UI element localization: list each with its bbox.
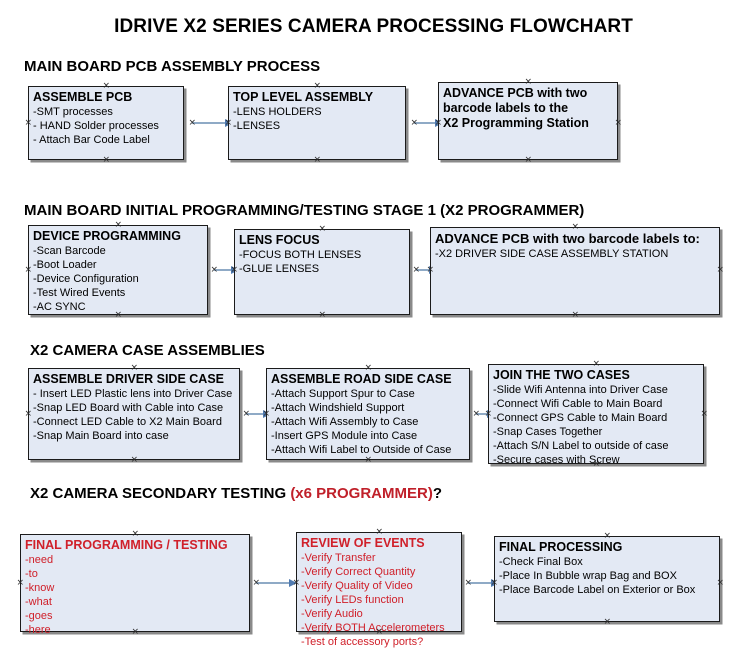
arrow-top-level-assembly-to-advance-pcb <box>414 118 443 127</box>
box-line: -Place In Bubble wrap Bag and BOX <box>499 570 677 582</box>
box-title: TOP LEVEL ASSEMBLY <box>233 90 374 104</box>
box-line: -Device Configuration <box>33 273 139 285</box>
box-line: -need <box>25 554 54 566</box>
box-device-programming[interactable]: DEVICE PROGRAMMING -Scan Barcode -Boot L… <box>28 225 208 315</box>
box-final-programming-testing[interactable]: FINAL PROGRAMMING / TESTING -need -to -k… <box>20 534 250 636</box>
box-title: REVIEW OF EVENTS <box>301 536 425 550</box>
box-line: -Snap Cases Together <box>493 426 603 438</box>
section-heading-main-board-pcb-assembly: MAIN BOARD PCB ASSEMBLY PROCESS <box>24 58 321 75</box>
box-line: -Connect LED Cable to X2 Main Board <box>33 416 222 428</box>
arrow-review-of-events-to-final-processing <box>468 578 499 587</box>
box-review-of-events[interactable]: REVIEW OF EVENTS -Verify Transfer -Verif… <box>296 532 462 648</box>
box-line: -FOCUS BOTH LENSES <box>239 249 362 261</box>
box-title: DEVICE PROGRAMMING <box>33 229 181 243</box>
box-assemble-driver-side-case[interactable]: ASSEMBLE DRIVER SIDE CASE - Insert LED P… <box>28 368 240 460</box>
box-line: -Verify BOTH Accelerometers <box>301 622 445 634</box>
box-line: -Verify Correct Quantity <box>301 566 416 578</box>
box-top-level-assembly[interactable]: TOP LEVEL ASSEMBLY -LENS HOLDERS -LENSES <box>228 86 406 160</box>
arrow-device-programming-to-lens-focus <box>214 265 239 274</box>
box-line: -SMT processes <box>33 106 113 118</box>
box-line: -Test Wired Events <box>33 287 126 299</box>
box-title: ADVANCE PCB with two <box>443 86 588 100</box>
arrow-road-side-to-join-cases <box>476 409 495 418</box>
box-title: FINAL PROGRAMMING / TESTING <box>25 538 228 552</box>
box-line: -Secure cases with Screw <box>493 454 620 466</box>
box-title: ASSEMBLE DRIVER SIDE CASE <box>33 372 225 386</box>
box-line: -Attach Windshield Support <box>271 402 405 414</box>
box-assemble-pcb[interactable]: ASSEMBLE PCB -SMT processes - HAND Solde… <box>28 86 184 160</box>
box-title: ADVANCE PCB with two barcode labels to: <box>435 231 700 246</box>
section-heading-x2-camera-secondary-testing: X2 CAMERA SECONDARY TESTING (x6 PROGRAMM… <box>30 485 442 502</box>
box-line: - Insert LED Plastic lens into Driver Ca… <box>33 388 233 400</box>
box-line: -what <box>25 596 52 608</box>
box-line: -to <box>25 568 38 580</box>
section-heading-red-note: (x6 PROGRAMMER) <box>290 485 433 502</box>
box-line: -Attach S/N Label to outside of case <box>493 440 669 452</box>
section-heading-text: X2 CAMERA SECONDARY TESTING <box>30 485 291 502</box>
box-line: -here <box>25 624 51 636</box>
box-line: -Place Barcode Label on Exterior or Box <box>499 584 696 596</box>
box-line: -Attach Support Spur to Case <box>271 388 415 400</box>
box-title: ASSEMBLE ROAD SIDE CASE <box>271 372 452 386</box>
page-title: IDRIVE X2 SERIES CAMERA PROCESSING FLOWC… <box>114 16 633 37</box>
box-title: ASSEMBLE PCB <box>33 90 133 104</box>
arrow-assemble-pcb-to-top-level-assembly <box>192 118 233 127</box>
box-line: -Check Final Box <box>499 556 583 568</box>
box-line: -GLUE LENSES <box>239 263 320 275</box>
box-line: -Attach Wifi Label to Outside of Case <box>271 444 452 456</box>
box-title: FINAL PROCESSING <box>499 540 623 554</box>
section-heading-main-board-initial-programming: MAIN BOARD INITIAL PROGRAMMING/TESTING S… <box>24 202 585 219</box>
box-line: -goes <box>25 610 53 622</box>
box-final-processing[interactable]: FINAL PROCESSING -Check Final Box -Place… <box>494 536 720 622</box>
box-join-the-two-cases[interactable]: JOIN THE TWO CASES -Slide Wifi Antenna i… <box>488 364 704 466</box>
box-line: -LENS HOLDERS <box>233 106 322 118</box>
box-line: -LENSES <box>233 120 281 132</box>
box-line-overflow: -Test of accessory ports? <box>301 636 424 648</box>
box-line: -Connect GPS Cable to Main Board <box>493 412 668 424</box>
arrow-driver-side-to-road-side <box>246 409 271 418</box>
box-line: - HAND Solder processes <box>33 120 159 132</box>
box-line: -Slide Wifi Antenna into Driver Case <box>493 384 668 396</box>
box-lens-focus[interactable]: LENS FOCUS -FOCUS BOTH LENSES -GLUE LENS… <box>234 229 410 315</box>
box-title: LENS FOCUS <box>239 233 320 247</box>
box-title-line3: X2 Programming Station <box>443 116 589 130</box>
section-heading-x2-camera-case-assemblies: X2 CAMERA CASE ASSEMBLIES <box>30 342 265 359</box>
box-line: -Connect Wifi Cable to Main Board <box>493 398 663 410</box>
box-line: -know <box>25 582 55 594</box>
box-line: -Verify Transfer <box>301 552 376 564</box>
box-advance-pcb-to-driver-side-case[interactable]: ADVANCE PCB with two barcode labels to: … <box>430 227 720 315</box>
box-line: -Verify LEDs function <box>301 594 404 606</box>
box-line: -Attach Wifi Assembly to Case <box>271 416 419 428</box>
arrow-final-programming-to-review-of-events <box>256 578 297 587</box>
box-line: -Verify Quality of Video <box>301 580 413 592</box>
box-title: JOIN THE TWO CASES <box>493 368 630 382</box>
box-line: -X2 DRIVER SIDE CASE ASSEMBLY STATION <box>435 248 669 260</box>
box-advance-pcb-to-x2-programming-station[interactable]: ADVANCE PCB with two barcode labels to t… <box>438 82 618 160</box>
box-line: -Insert GPS Module into Case <box>271 430 418 442</box>
box-assemble-road-side-case[interactable]: ASSEMBLE ROAD SIDE CASE -Attach Support … <box>266 368 470 460</box>
box-line: -Snap LED Board with Cable into Case <box>33 402 224 414</box>
box-line: -Scan Barcode <box>33 245 106 257</box>
box-line: -Boot Loader <box>33 259 97 271</box>
box-line: -Verify Audio <box>301 608 363 620</box>
arrow-lens-focus-to-advance-pcb <box>416 265 437 274</box>
box-title-line2: barcode labels to the <box>443 101 569 115</box>
box-line: -AC SYNC <box>33 301 86 313</box>
box-line: - Attach Bar Code Label <box>33 134 150 146</box>
box-line: -Snap Main Board into case <box>33 430 169 442</box>
section-heading-question: ? <box>432 485 442 502</box>
